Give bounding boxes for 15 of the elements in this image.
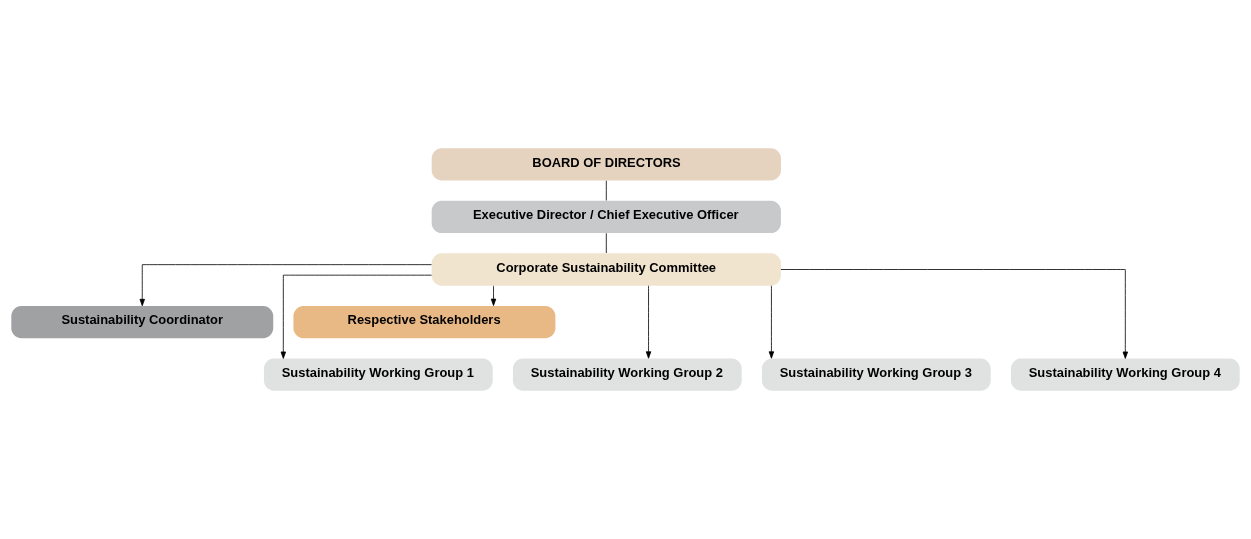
node-box: Sustainability Coordinator xyxy=(11,305,274,339)
node-box: BOARD OF DIRECTORS xyxy=(431,148,781,181)
arrow xyxy=(139,264,432,307)
node-box: Executive Director / Chief Executive Officer xyxy=(431,200,781,234)
arrow xyxy=(490,285,497,306)
node-box: Sustainability Working Group 1 xyxy=(263,358,493,391)
node-box: Respective Stakeholders xyxy=(293,305,556,339)
arrow xyxy=(780,269,1128,359)
arrow xyxy=(645,285,652,359)
node-box: Sustainability Working Group 3 xyxy=(761,358,991,391)
node-box: Corporate Sustainability Committee xyxy=(431,253,781,286)
node-box: Sustainability Working Group 2 xyxy=(512,358,742,391)
arrow xyxy=(768,285,775,359)
arrow xyxy=(280,274,432,359)
node-box: Sustainability Working Group 4 xyxy=(1010,358,1240,391)
